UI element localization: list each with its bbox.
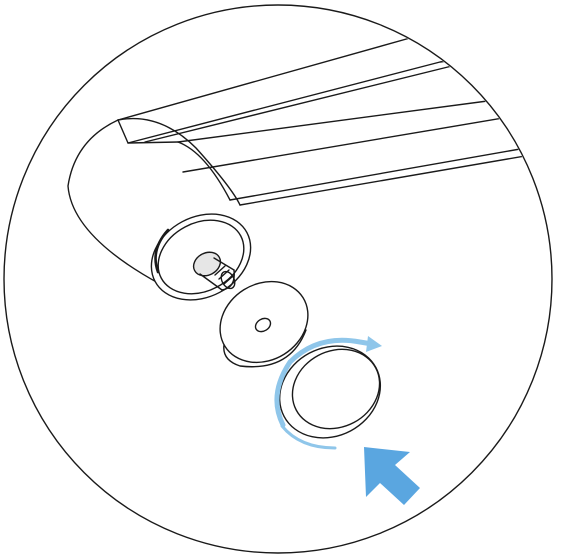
frame-circle <box>4 5 552 553</box>
